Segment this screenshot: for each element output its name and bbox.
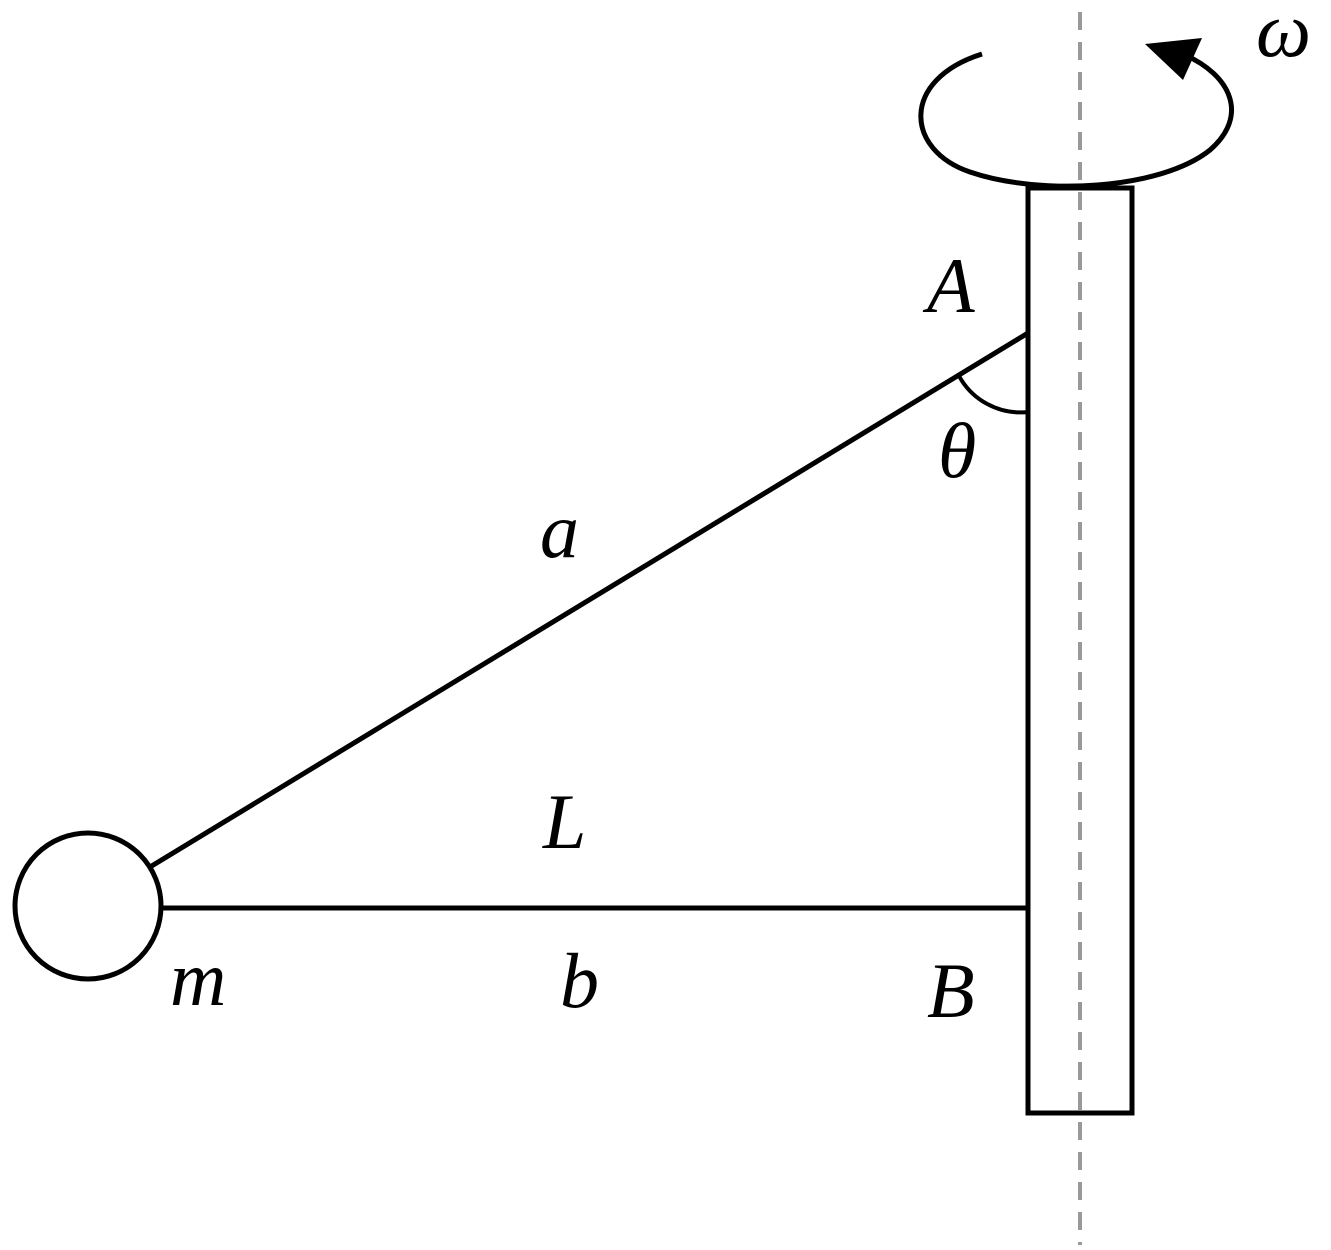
theta-angle-arc (956, 373, 1029, 415)
rope-a-label: a (540, 487, 579, 574)
mass-ball (12, 830, 164, 982)
point-b-label: B (927, 947, 975, 1034)
rope-b-label: b (560, 937, 599, 1024)
point-a-label: A (922, 242, 975, 329)
length-label: L (542, 778, 586, 865)
omega-label: ω (1256, 0, 1311, 73)
theta-label: θ (938, 407, 976, 494)
rope-a (148, 330, 1030, 870)
mass-label: m (170, 935, 226, 1022)
rotation-arrowhead-icon (1145, 38, 1202, 80)
rotation-ellipse (918, 51, 1235, 189)
